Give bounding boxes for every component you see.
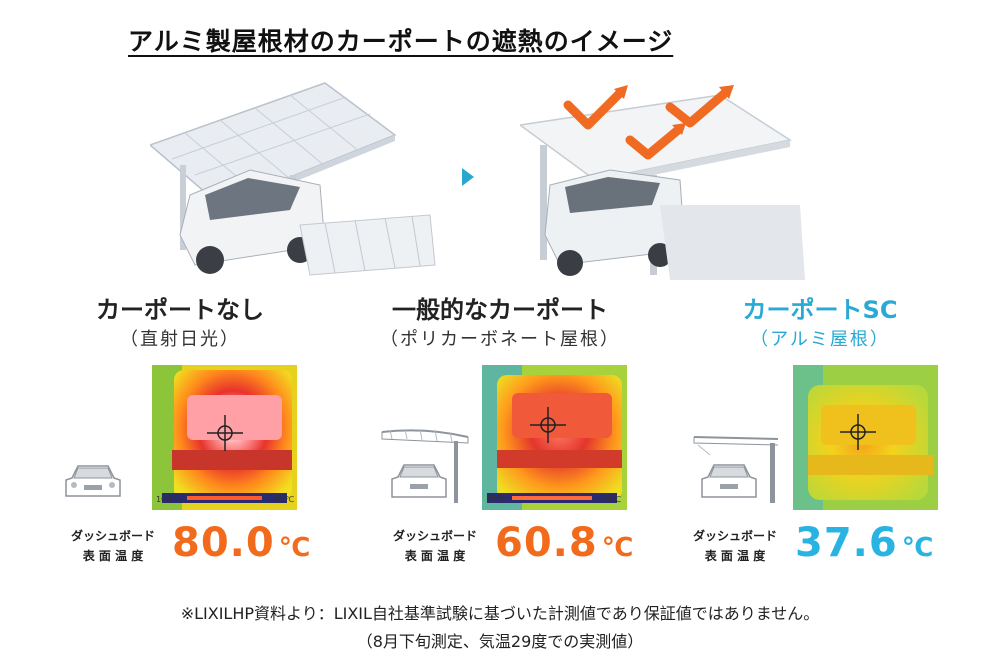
dashboard-label-line1: ダッシュボード	[392, 529, 477, 543]
temperature-value-no-carport: 80.0℃	[172, 520, 311, 566]
temperature-value-carport-sc: 37.6℃	[795, 520, 934, 566]
dashboard-label-line1: ダッシュボード	[692, 529, 777, 543]
temperature-unit: ℃	[901, 533, 935, 563]
aluminum-carport-scene	[520, 85, 805, 280]
thermal-image-standard-carport	[482, 365, 627, 510]
car-front-icon	[65, 465, 121, 497]
thermal-scale-low-1: 10℃	[156, 495, 176, 504]
thermal-scale-high-2: 70℃	[602, 495, 622, 504]
temperature-unit: ℃	[278, 533, 312, 563]
temperature-number: 60.8	[495, 520, 598, 566]
dashboard-label-3: ダッシュボード 表 面 温 度	[680, 526, 790, 566]
temperature-number: 37.6	[795, 520, 898, 566]
thermal-image-carport-sc	[793, 365, 938, 510]
column-heading-standard-carport: 一般的なカーポート	[392, 296, 608, 324]
temperature-value-standard-carport: 60.8℃	[495, 520, 634, 566]
temperature-unit: ℃	[601, 533, 635, 563]
transition-arrow-icon	[462, 168, 474, 186]
thermal-image-no-carport	[152, 365, 297, 510]
thermal-scale-high-1: 80℃	[275, 495, 295, 504]
dashboard-label-line2: 表 面 温 度	[704, 549, 766, 563]
temperature-number: 80.0	[172, 520, 275, 566]
carport-car-icon-sc	[693, 436, 779, 503]
footnote-measurement: （8月下旬測定、気温29度での実測値）	[356, 632, 644, 651]
dashboard-label-1: ダッシュボード 表 面 温 度	[58, 526, 168, 566]
footnote-source: ※LIXILHP資料より：LIXIL自社基準試験に基づいた計測値であり保証値では…	[180, 604, 820, 623]
polycarbonate-carport-scene	[150, 82, 436, 276]
column-heading-carport-sc: カーポートSC	[742, 296, 898, 324]
dashboard-label-2: ダッシュボード 表 面 温 度	[380, 526, 490, 566]
column-subheading-carport-sc: （アルミ屋根）	[750, 329, 890, 350]
column-subheading-no-carport: （直射日光）	[120, 329, 240, 350]
column-subheading-standard-carport: （ポリカーボネート屋根）	[380, 329, 620, 350]
dashboard-label-line2: 表 面 温 度	[404, 549, 466, 563]
carport-car-icon-standard	[381, 428, 469, 503]
page-title: アルミ製屋根材のカーポートの遮熱のイメージ	[128, 27, 674, 56]
column-heading-no-carport: カーポートなし	[96, 296, 264, 324]
dashboard-label-line2: 表 面 温 度	[82, 549, 144, 563]
thermal-scale-low-2: 15℃	[486, 495, 506, 504]
dashboard-label-line1: ダッシュボード	[70, 529, 155, 543]
